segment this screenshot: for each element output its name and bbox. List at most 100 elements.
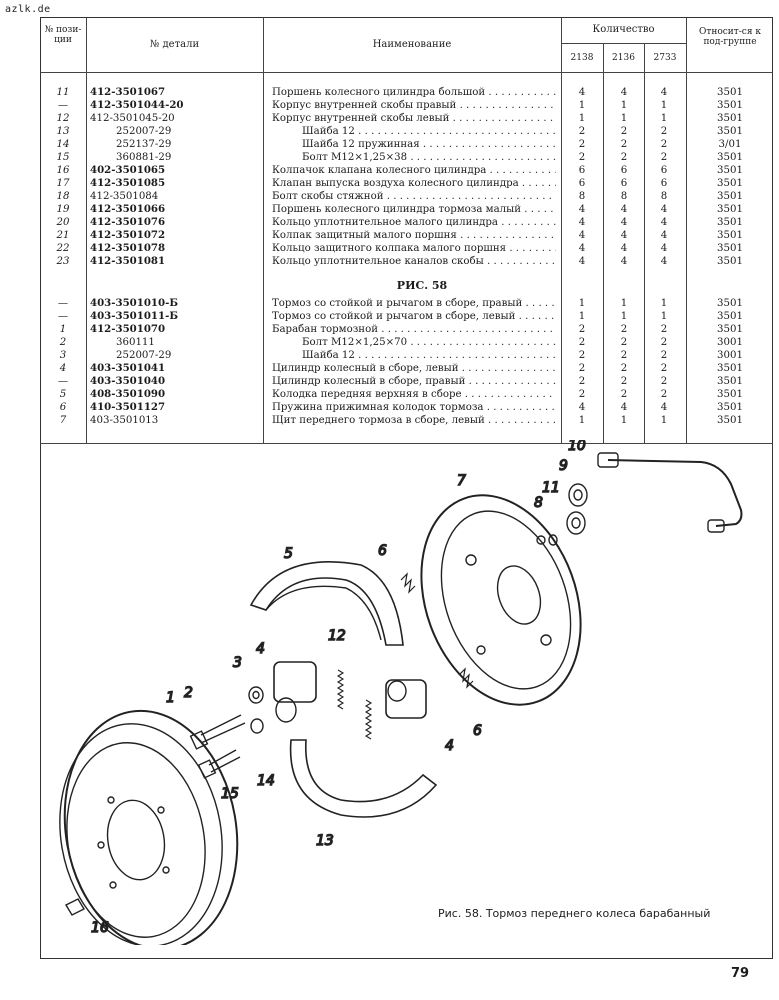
part-number-cell: 403-3501011-Б (90, 310, 179, 322)
quantity-cell: 4 (578, 402, 586, 413)
name-cell: Цилиндр колесный в сборе, правый (272, 375, 556, 388)
quantity-cell: 1 (578, 100, 586, 111)
bushing-part (573, 489, 583, 501)
group-cell: 3501 (717, 100, 743, 111)
shoe-spring (458, 667, 474, 689)
group-cell: 3501 (717, 376, 743, 387)
position-cell: — (57, 100, 69, 111)
page-number: 79 (731, 966, 750, 981)
column-rule (644, 43, 645, 443)
quantity-cell: 4 (660, 204, 668, 215)
callout-label: 4 (445, 738, 454, 754)
quantity-cell: 2 (660, 152, 668, 163)
quantity-cell: 1 (578, 311, 586, 322)
plate-hole (476, 645, 486, 655)
quantity-cell: 2 (620, 126, 628, 137)
quantity-cell: 1 (660, 113, 668, 124)
part-number-cell: 412-3501067 (90, 86, 166, 98)
position-cell: — (57, 376, 69, 387)
quantity-cell: 4 (578, 87, 586, 98)
name-cell: Шайба 12 (302, 125, 556, 138)
quantity-cell: 2 (578, 337, 586, 348)
washer-part (248, 686, 264, 704)
quantity-cell: 6 (620, 178, 628, 189)
callout-label: 12 (328, 628, 346, 644)
quantity-cell: 2 (578, 139, 586, 150)
name-cell: Колпак защитный малого поршня (272, 229, 556, 242)
quantity-cell: 2 (660, 350, 668, 361)
quantity-cell: 2 (578, 152, 586, 163)
bolt-head (189, 730, 209, 750)
callout-label: 5 (284, 546, 293, 562)
quantity-cell: 8 (620, 191, 628, 202)
column-rule (686, 17, 687, 443)
quantity-cell: 4 (620, 204, 628, 215)
quantity-cell: 4 (660, 243, 668, 254)
name-cell: Тормоз со стойкой и рычагом в сборе, пра… (272, 297, 556, 310)
part-number-cell: 252007-29 (116, 126, 172, 137)
group-cell: 3501 (717, 363, 743, 374)
callout-label: 14 (257, 773, 275, 789)
position-cell: — (57, 311, 69, 322)
brake-exploded-diagram: 1 2 3 4 4 5 6 6 7 8 9 10 11 12 13 14 15 … (59, 440, 743, 945)
group-cell: 3501 (717, 191, 743, 202)
name-cell: Болт скобы стяжной (272, 190, 556, 203)
position-cell: 6 (59, 402, 67, 413)
wheel-cylinder (385, 679, 427, 719)
callout-label: 7 (457, 473, 466, 489)
callout-label: 13 (316, 833, 334, 849)
position-cell: 11 (56, 87, 70, 98)
header-quantity: Количество (592, 24, 655, 35)
name-cell: Кольцо уплотнительное каналов скобы (272, 255, 556, 268)
name-cell: Корпус внутренней скобы правый (272, 99, 556, 112)
part-number-cell: 252137-29 (116, 139, 172, 150)
part-number-cell: 403-3501041 (90, 362, 166, 374)
drum-hole (107, 796, 115, 804)
position-cell: 22 (56, 243, 70, 254)
name-cell: Болт М12×1,25×38 (302, 151, 556, 164)
site-watermark: azlk.de (5, 4, 51, 15)
position-cell: 20 (56, 217, 70, 228)
header-name: Наименование (372, 39, 452, 50)
callout-label: 15 (221, 786, 239, 802)
washer-part (252, 690, 260, 700)
quantity-cell: 2 (578, 350, 586, 361)
quantity-cell: 4 (620, 402, 628, 413)
brake-pipe (607, 459, 743, 527)
quantity-cell: 2 (578, 376, 586, 387)
part-number-cell: 252007-29 (116, 350, 172, 361)
callout-label: 9 (559, 458, 568, 474)
position-cell: 4 (59, 363, 67, 374)
bolt-part (208, 749, 241, 773)
quantity-cell: 2 (620, 152, 628, 163)
quantity-cell: 1 (620, 311, 628, 322)
quantity-cell: 2 (578, 389, 586, 400)
group-cell: 3501 (717, 311, 743, 322)
position-cell: 21 (56, 230, 70, 241)
quantity-cell: 4 (578, 217, 586, 228)
quantity-cell: 1 (660, 100, 668, 111)
pipe-fitting (597, 452, 619, 468)
shoe-spring (400, 572, 416, 594)
quantity-cell: 6 (660, 165, 668, 176)
quantity-cell: 8 (578, 191, 586, 202)
quantity-cell: 4 (578, 204, 586, 215)
quantity-cell: 1 (620, 113, 628, 124)
quantity-cell: 2 (578, 126, 586, 137)
position-cell: 12 (56, 113, 70, 124)
position-cell: 15 (56, 152, 70, 163)
header-group: Относит-ся к под-группе (698, 27, 762, 47)
quantity-cell: 6 (620, 165, 628, 176)
part-number-cell: 412-3501081 (90, 255, 166, 267)
quantity-cell: 2 (620, 139, 628, 150)
quantity-cell: 2 (620, 363, 628, 374)
quantity-cell: 1 (620, 298, 628, 309)
group-cell: 3001 (717, 350, 743, 361)
